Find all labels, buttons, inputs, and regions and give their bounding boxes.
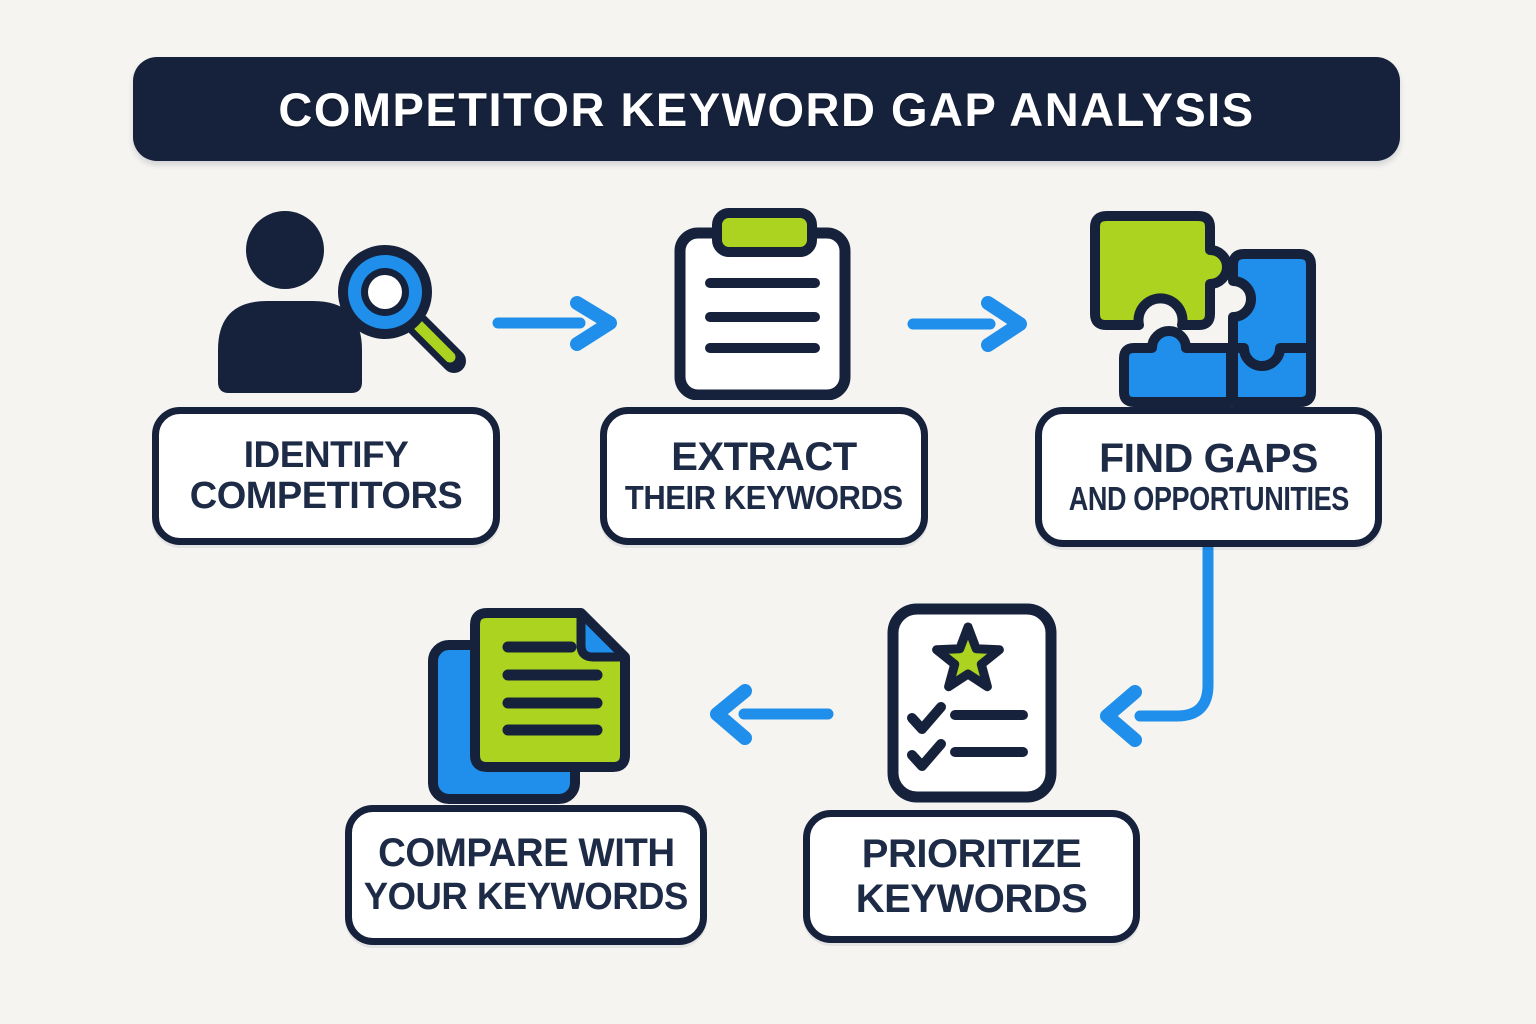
title-banner: COMPETITOR KEYWORD GAP ANALYSIS bbox=[133, 57, 1400, 161]
arrow-step3-to-step4-icon bbox=[1100, 542, 1214, 747]
arrow-step2-to-step3-icon bbox=[907, 296, 1027, 352]
step-label-line2: YOUR KEYWORDS bbox=[363, 876, 689, 919]
documents-compare-icon bbox=[428, 608, 630, 804]
step-box-prioritize-keywords: PRIORITIZE KEYWORDS bbox=[803, 810, 1140, 943]
puzzle-pieces-icon bbox=[1090, 211, 1316, 407]
step-label-line2: KEYWORDS bbox=[855, 876, 1088, 921]
step-label-line1: COMPARE WITH bbox=[377, 831, 675, 876]
step-label-line2: THEIR KEYWORDS bbox=[625, 478, 903, 516]
step-label-line1: FIND GAPS bbox=[1099, 434, 1318, 481]
checklist-star-icon bbox=[887, 603, 1057, 803]
step-label-line1: PRIORITIZE bbox=[861, 831, 1082, 876]
step-box-find-gaps: FIND GAPS AND OPPORTUNITIES bbox=[1035, 407, 1382, 547]
step-label-line2: AND OPPORTUNITIES bbox=[1068, 480, 1349, 518]
arrow-step4-to-step5-icon bbox=[710, 684, 834, 745]
arrow-step1-to-step2-icon bbox=[492, 296, 617, 351]
step-label-line1: EXTRACT bbox=[671, 435, 857, 480]
step-label-line1: IDENTIFY bbox=[243, 434, 409, 475]
step-label-line2: COMPETITORS bbox=[189, 475, 463, 518]
page-title: COMPETITOR KEYWORD GAP ANALYSIS bbox=[278, 82, 1255, 136]
step-box-identify-competitors: IDENTIFY COMPETITORS bbox=[152, 407, 500, 545]
step-box-extract-keywords: EXTRACT THEIR KEYWORDS bbox=[600, 407, 928, 545]
step-box-compare-keywords: COMPARE WITH YOUR KEYWORDS bbox=[345, 805, 707, 945]
person-search-icon bbox=[218, 211, 466, 393]
clipboard-icon bbox=[674, 208, 851, 400]
